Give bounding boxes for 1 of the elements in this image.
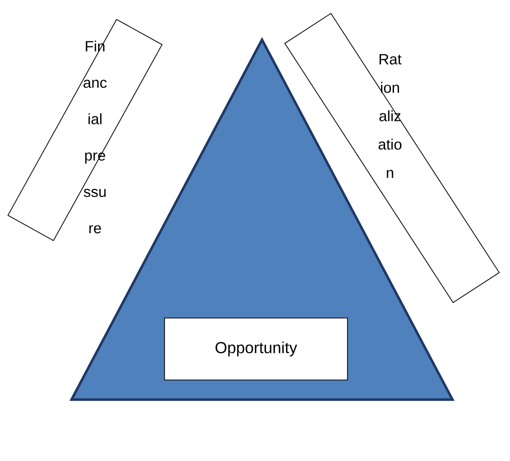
label-box: Opportunity xyxy=(164,318,348,380)
